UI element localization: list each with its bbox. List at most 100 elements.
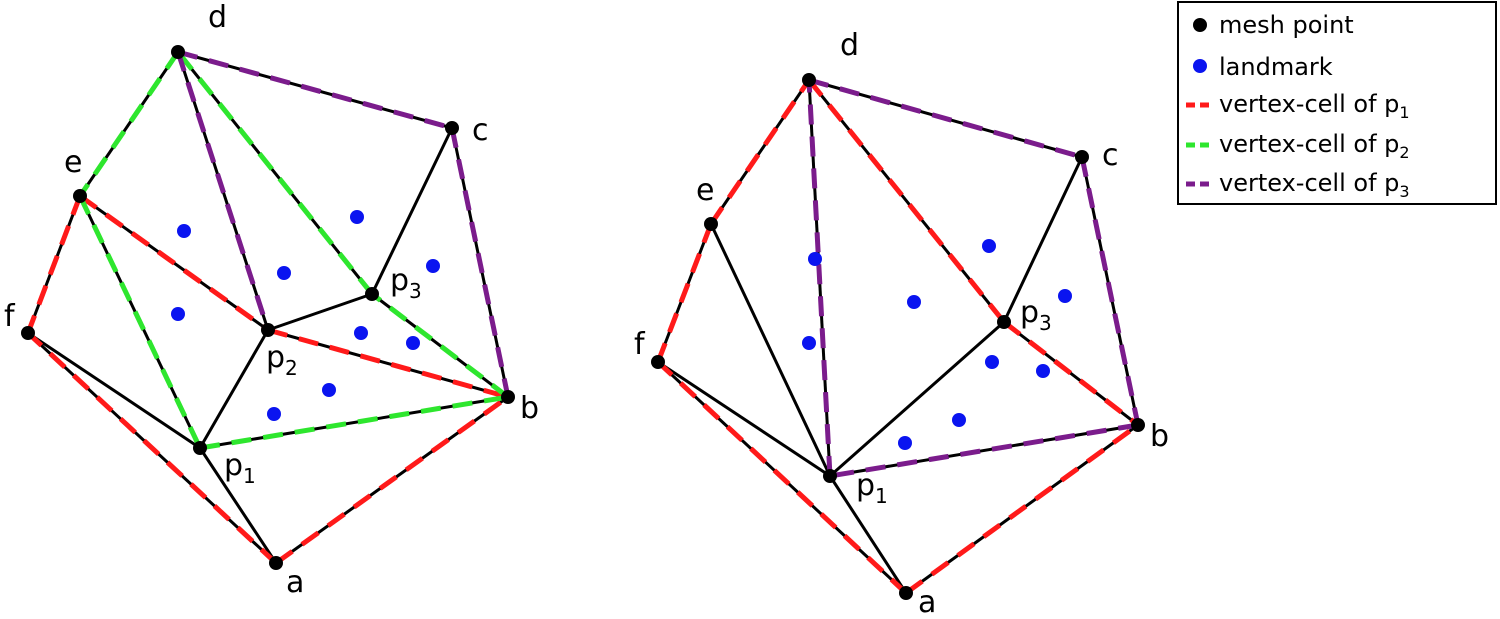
edge-p2-p3 xyxy=(267,292,373,332)
mesh-point-c xyxy=(1075,150,1089,164)
mesh-point-p1 xyxy=(823,469,837,483)
legend-label-cell-p2: vertex-cell of p2 xyxy=(1219,130,1410,162)
landmark xyxy=(982,239,996,253)
cell-p1-edge-p2-b xyxy=(267,327,509,400)
landmark xyxy=(426,259,440,273)
legend-item-landmark: landmark xyxy=(1193,53,1333,81)
landmark xyxy=(177,224,191,238)
mesh-left-labels: a b c d e f p1 p2 p3 xyxy=(4,0,539,600)
cell-p1-edge-f-e xyxy=(655,223,714,363)
edge-e-p1 xyxy=(709,223,832,477)
vertex-label-e: e xyxy=(696,173,714,208)
landmark xyxy=(1036,364,1050,378)
cell-p2-edge-p1-b xyxy=(199,394,509,451)
landmark xyxy=(1058,289,1072,303)
mesh-right-landmarks xyxy=(802,239,1072,450)
mesh-point-marker xyxy=(1193,18,1207,32)
landmark-marker xyxy=(1193,59,1207,73)
legend-box xyxy=(1177,1,1497,205)
vertex-label-c: c xyxy=(472,113,489,148)
vertex-label-p2: p2 xyxy=(266,340,298,380)
landmark xyxy=(802,336,816,350)
legend-item-mesh-point: mesh point xyxy=(1193,11,1354,39)
mesh-left-landmarks xyxy=(171,210,440,421)
landmark xyxy=(985,355,999,369)
legend-item-cell-p1: vertex-cell of p1 xyxy=(1186,90,1410,122)
vertex-label-b: b xyxy=(1150,419,1169,454)
landmark xyxy=(898,436,912,450)
vertex-label-b: b xyxy=(520,391,539,426)
vertex-label-p3: p3 xyxy=(390,263,422,303)
mesh-point-p3 xyxy=(365,287,379,301)
legend-label-landmark: landmark xyxy=(1219,53,1333,81)
landmark xyxy=(171,307,185,321)
cell-p1-edge-e-p2 xyxy=(78,193,270,333)
mesh-left-cell-p2 xyxy=(77,50,510,451)
mesh-point-e xyxy=(73,189,87,203)
mesh-point-a xyxy=(899,586,913,600)
edge-a-p1 xyxy=(828,475,908,594)
legend-label-cell-p1: vertex-cell of p1 xyxy=(1219,90,1410,122)
vertex-label-d: d xyxy=(840,28,859,63)
cell-p3-edge-d-p2 xyxy=(175,51,271,331)
landmark xyxy=(907,295,921,309)
vertex-label-p3: p3 xyxy=(1020,295,1052,335)
edge-f-p1 xyxy=(27,331,201,450)
vertex-label-d: d xyxy=(208,0,227,35)
cell-p3-edge-p1-d xyxy=(806,79,833,477)
mesh-point-b xyxy=(1131,418,1145,432)
vertex-label-f: f xyxy=(4,299,16,334)
mesh-point-p1 xyxy=(193,441,207,455)
vertex-label-p1: p1 xyxy=(224,448,256,488)
vertex-label-a: a xyxy=(918,585,936,619)
cell-p3-edge-c-b xyxy=(449,127,511,398)
mesh-left: a b c d e f p1 p2 p3 xyxy=(4,0,539,600)
landmark xyxy=(350,210,364,224)
edge-c-p3 xyxy=(370,127,454,295)
cell-p3-edge-b-p1 xyxy=(829,422,1139,479)
landmark xyxy=(952,413,966,427)
cell-p1-edge-a-b xyxy=(904,422,1140,596)
landmark xyxy=(406,336,420,350)
mesh-point-a xyxy=(269,556,283,570)
mesh-point-f xyxy=(21,326,35,340)
cell-p1-edge-e-d xyxy=(708,78,812,226)
mesh-left-cell-p1 xyxy=(25,193,510,566)
legend-label-mesh-point: mesh point xyxy=(1219,11,1354,39)
mesh-point-d xyxy=(171,45,185,59)
edge-d-e xyxy=(709,79,811,225)
mesh-right-points xyxy=(651,73,1145,600)
cell-p2-edge-b-p3 xyxy=(370,292,510,399)
legend-item-cell-p3: vertex-cell of p3 xyxy=(1186,169,1410,201)
mesh-point-b xyxy=(501,390,515,404)
vertex-label-c: c xyxy=(1102,138,1119,173)
cell-p2-edge-d-e xyxy=(77,50,181,198)
landmark xyxy=(277,266,291,280)
landmark xyxy=(267,407,281,421)
mesh-point-p2 xyxy=(261,323,275,337)
mesh-point-e xyxy=(704,217,718,231)
mesh-point-f xyxy=(651,355,665,369)
edge-p1-p2 xyxy=(198,329,270,449)
cell-p1-edge-p3-b xyxy=(1002,320,1140,427)
vertex-label-a: a xyxy=(286,565,304,600)
edge-c-p3 xyxy=(1002,156,1084,323)
mesh-right-edges xyxy=(656,78,1140,595)
cell-p3-edge-d-c xyxy=(808,77,1083,160)
mesh-point-c xyxy=(445,121,459,135)
mesh-point-p3 xyxy=(997,315,1011,329)
mesh-left-points xyxy=(21,45,515,570)
landmark xyxy=(354,326,368,340)
legend: mesh point landmark vertex-cell of p1 ve… xyxy=(1177,1,1497,205)
landmark xyxy=(808,252,822,266)
cell-p1-edge-d-p3 xyxy=(807,78,1006,324)
legend-label-cell-p3: vertex-cell of p3 xyxy=(1219,169,1410,201)
vertex-label-f: f xyxy=(634,327,646,362)
mesh-point-d xyxy=(802,73,816,87)
legend-item-cell-p2: vertex-cell of p2 xyxy=(1186,130,1410,162)
cell-p1-edge-a-f xyxy=(656,360,908,595)
edge-f-p1 xyxy=(657,360,831,478)
mesh-right-cell-p1 xyxy=(655,78,1140,596)
